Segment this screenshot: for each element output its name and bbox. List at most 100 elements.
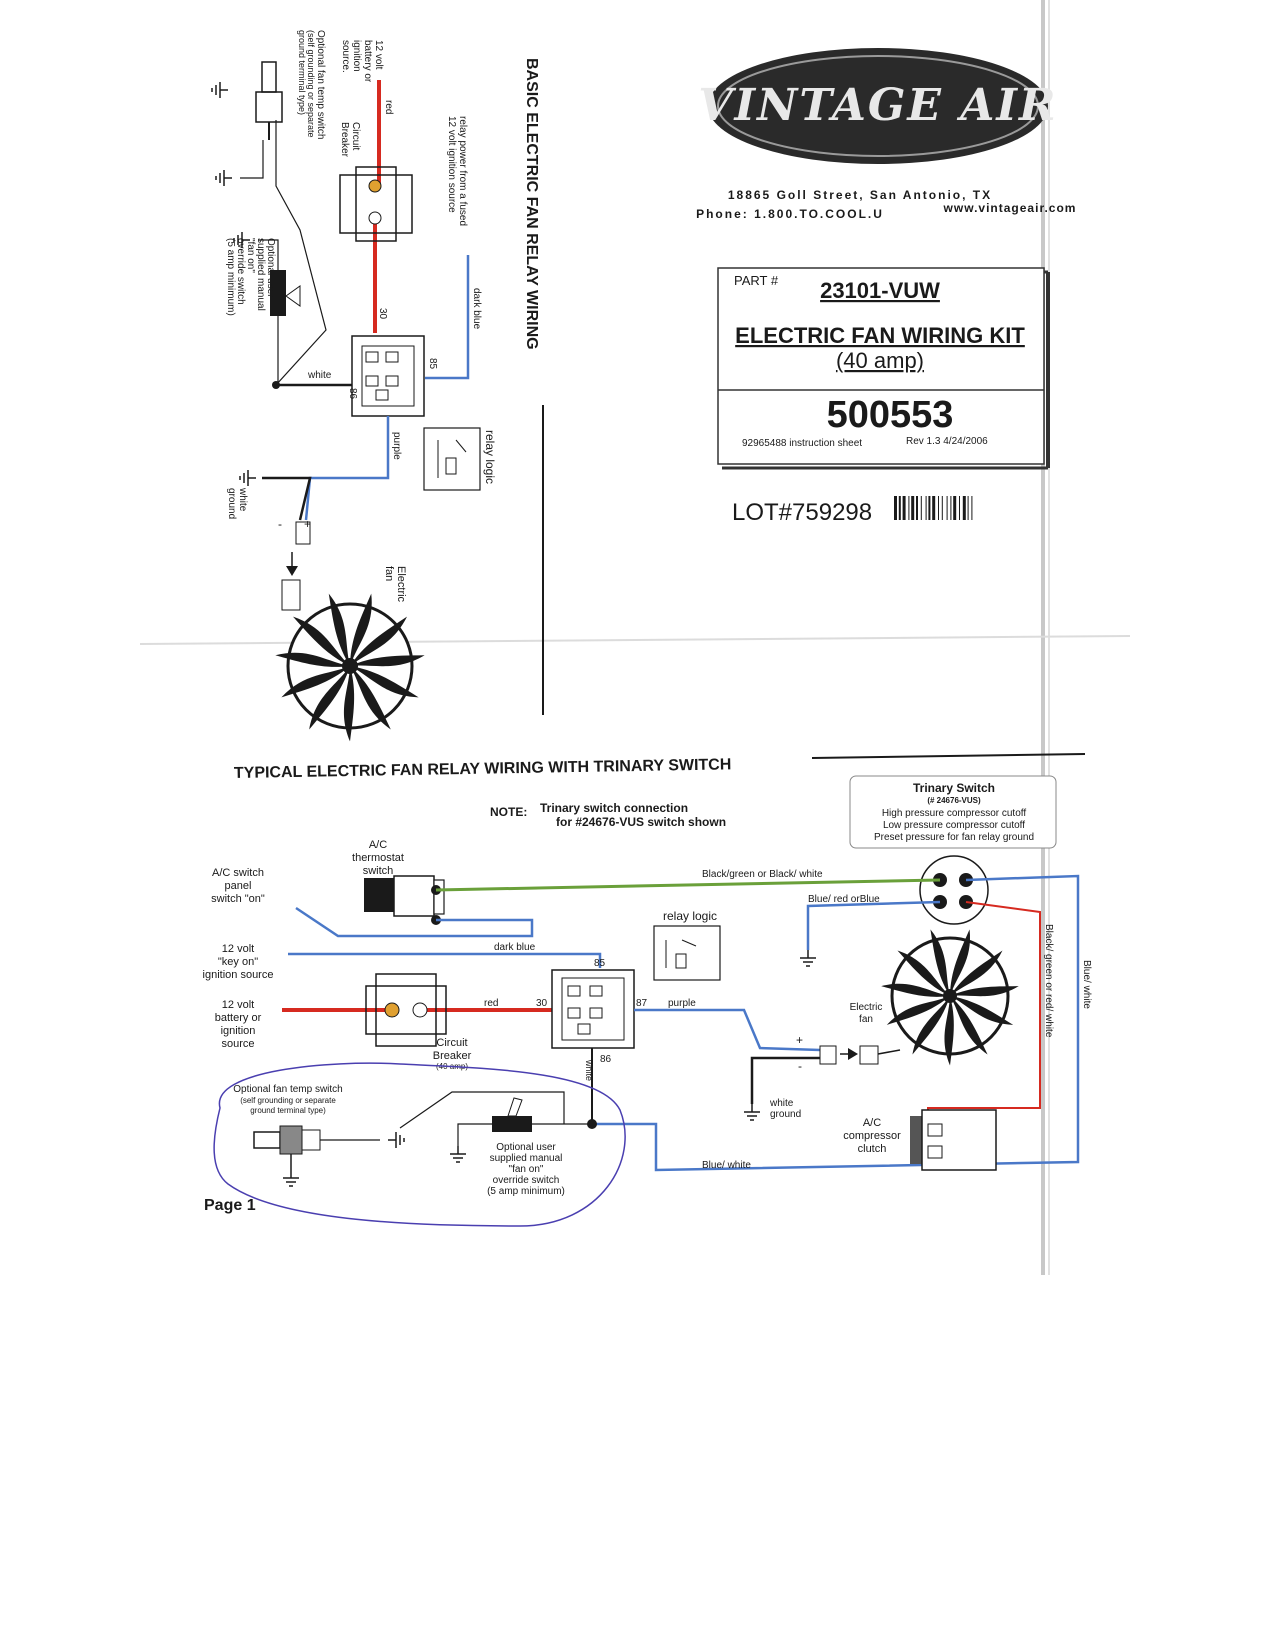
manual-switch-label: supplied manual [490,1153,563,1164]
barcode-bar [894,496,897,520]
pin-86: 86 [600,1054,612,1065]
trinary-fan-temp-switch [253,1125,321,1155]
basic-manual-label: override switch [235,238,246,305]
wire-purple: purple [668,998,696,1009]
key-on-label: ignition source [203,969,274,981]
kit-title: ELECTRIC FAN WIRING KIT [735,323,1025,348]
manual-switch-label: override switch [493,1175,560,1186]
wire-blue-white: Blue/ white [702,1160,751,1171]
vintage-air-logo: VINTAGE AIR [698,48,1056,164]
trinary-relay [551,969,635,1049]
fan-label: Electric [850,1002,883,1013]
barcode-bar [911,496,915,520]
basic-relay-logic [423,427,481,491]
breaker-label: Circuit [436,1037,467,1049]
barcode-bar [928,496,931,520]
basic-fan-label: fan [383,566,395,581]
basic-manual-label: supplied manual [255,238,266,311]
part-number: 23101-VUW [820,278,940,303]
compressor-label: clutch [858,1143,887,1155]
basic-circuit-breaker [339,166,413,242]
wire-blue-red: Blue/ red orBlue [808,894,880,905]
part-label: PART # [734,273,779,288]
trinary-electric-fan [881,929,1019,1066]
kit-amp: (40 amp) [836,348,924,373]
barcode-bar [925,496,927,520]
trinary-wiring-diagram: TYPICAL ELECTRIC FAN RELAY WIRING WITH T… [203,753,1092,1227]
basic-source-line: 12 volt [373,40,384,70]
pin-87: 87 [636,998,648,1009]
barcode-bar [967,496,969,520]
trinary-minus: - [798,1059,802,1073]
compressor-label: compressor [843,1130,901,1142]
basic-relay-logic-label: relay logic [483,430,497,484]
basic-manual-label: "fan on" [245,238,256,273]
basic-relay-power: relay power from a fused [457,116,468,226]
thermostat-label: thermostat [352,852,404,864]
thermostat-label: switch [363,865,394,877]
trinary-manual-switch [492,1097,532,1132]
barcode-bar [962,496,966,520]
basic-breaker-label: Breaker [339,122,350,158]
basic-manual-label: Optional user [265,238,276,298]
pin-85: 85 [594,958,606,969]
basic-title: BASIC ELECTRIC FAN RELAY WIRING [523,58,540,350]
company-phone: Phone: 1.800.TO.COOL.U [696,207,884,221]
basic-fan-temp-switch [255,61,283,140]
ac-thermostat-switch [364,875,445,925]
barcode-bar [898,496,901,520]
note-label: NOTE: [490,805,527,819]
ac-panel-label: switch "on" [211,893,265,905]
basic-wire-purple: purple [391,432,402,460]
switch-title: Trinary Switch [913,781,995,795]
ac-panel-label: A/C switch [212,867,264,879]
basic-relay-power: 12 volt ignition source [446,116,457,213]
ac-panel-label: panel [225,880,252,892]
note-line1: Trinary switch connection [540,801,688,815]
battery-label: 12 volt [222,999,254,1011]
basic-fan-temp-label: (self grounding or separate [306,30,316,138]
basic-source-line: source. [340,40,351,73]
basic-white-ground: white [237,487,248,512]
fan-temp-label: (self grounding or separate [240,1096,336,1105]
pin-30: 30 [536,998,548,1009]
battery-label: ignition [221,1025,256,1037]
barcode-bar [941,496,943,520]
basic-manual-label: (5 amp minimum) [225,238,236,316]
part-number-box: PART # 23101-VUW ELECTRIC FAN WIRING KIT… [717,267,1050,470]
ac-compressor-clutch [910,1109,997,1171]
barcode-bar [902,496,906,520]
barcode-bar [959,496,960,520]
trinary-plus: + [796,1033,803,1047]
basic-white-ground: ground [226,488,237,519]
page-number: Page 1 [204,1197,256,1214]
trinary-title: TYPICAL ELECTRIC FAN RELAY WIRING WITH T… [234,756,732,782]
basic-relay [351,335,425,417]
trinary-switch-info: Trinary Switch (# 24676-VUS) High pressu… [849,775,1057,849]
basic-plus: + [304,517,311,531]
wire-dark-blue: dark blue [494,942,536,953]
key-on-label: 12 volt [222,943,254,955]
barcode-bar [946,496,948,520]
trinary-circuit-breaker [365,973,447,1047]
barcode-bar [908,496,910,520]
wire-white: white [584,1059,594,1081]
basic-fan-label: Electric [395,566,407,603]
wire-red: red [484,998,498,1009]
battery-label: source [221,1038,254,1050]
battery-label: battery or [215,1012,262,1024]
wire-black-green-red: Black/ green or red/ white [1043,924,1054,1038]
manual-switch-label: "fan on" [509,1164,544,1175]
key-on-label: "key on" [218,956,258,968]
barcode-bar [916,496,918,520]
barcode-bar [938,496,939,520]
fan-label: fan [859,1014,873,1025]
company-address: 18865 Goll Street, San Antonio, TX [728,188,992,202]
basic-wire-darkblue: dark blue [471,288,482,330]
basic-source-line: battery or [362,40,373,83]
breaker-label: Breaker [433,1050,472,1062]
basic-wire-red: red [383,100,394,114]
trinary-relay-logic [653,925,721,981]
wire-black-green: Black/green or Black/ white [702,869,823,880]
